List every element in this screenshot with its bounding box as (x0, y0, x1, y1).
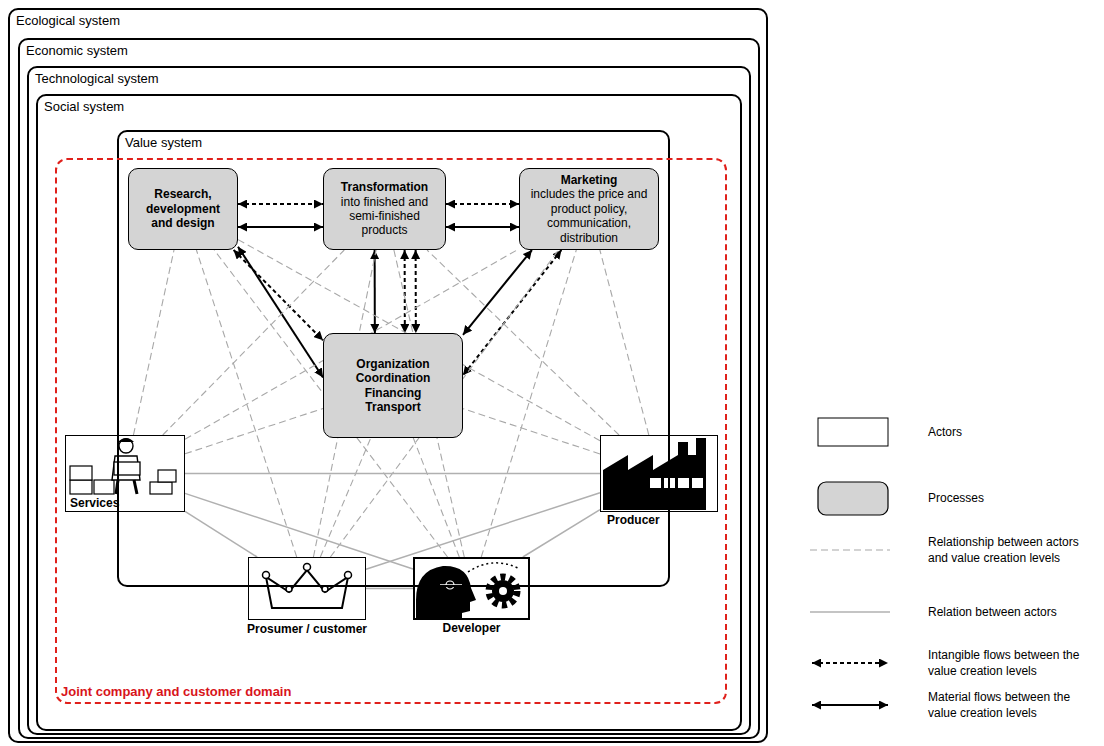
region-label: Economic system (26, 43, 128, 58)
relationship-line (320, 438, 370, 557)
relation-line (185, 511, 257, 557)
legend-label: Material flows between the value creatio… (928, 689, 1096, 721)
process-box: Research, development and design (128, 168, 238, 250)
process-title: Research, development and design (135, 187, 231, 230)
crown-icon-part (304, 564, 311, 571)
services-icon-part (118, 438, 134, 442)
region-label: Social system (44, 99, 124, 114)
developer-icon-part (492, 580, 514, 602)
services-icon (70, 438, 176, 494)
region-label: Value system (125, 135, 202, 150)
relationship-line (133, 250, 174, 435)
intangible-flow-sample (812, 662, 888, 664)
factory-icon-part (650, 478, 661, 488)
process-box: Organization Coordination Financing Tran… (323, 333, 463, 438)
process-title: Organization Coordination Financing Tran… (343, 357, 443, 415)
relationship-line (481, 250, 576, 557)
factory-icon-part (692, 478, 703, 488)
services-icon-part (150, 482, 172, 494)
relationship-line (600, 250, 649, 435)
legend-label: Relationship between actors and value cr… (928, 534, 1096, 566)
relationship-line (163, 250, 345, 435)
material-flow-arrow (238, 247, 323, 378)
region-label: Joint company and customer domain (61, 684, 291, 699)
relationship-line (413, 438, 459, 557)
relation-line (523, 510, 600, 557)
system-band: Research, development and design Transfor… (18, 38, 760, 739)
actor-box: Developer (413, 557, 530, 620)
actor-sample (818, 418, 888, 446)
crown-icon-part (266, 570, 348, 608)
legend-label: Intangible flows between the value creat… (928, 647, 1096, 679)
value-system-box: Research, development and design Transfor… (117, 130, 670, 587)
services-icon-part (119, 439, 133, 453)
services-icon-part (70, 480, 92, 494)
legend-samples (810, 418, 890, 705)
domain-region: ServicesProducerProsumer / customerDevel… (55, 158, 727, 704)
crown-icon-part (263, 572, 270, 579)
intangible-flow-arrow (463, 250, 561, 375)
material-flow-sample (812, 704, 888, 706)
relation-line (366, 588, 413, 590)
developer-icon (416, 563, 518, 618)
actor-label: Prosumer / customer (247, 622, 367, 636)
legend-label: Actors (928, 424, 1096, 440)
process-box: Marketingincludes the price and product … (519, 168, 659, 250)
legend-label: Relation between actors (928, 604, 1096, 620)
process-sample (818, 482, 888, 515)
developer-icon-part (446, 581, 454, 589)
material-flow-arrow (446, 226, 519, 228)
relation-line (185, 473, 600, 475)
actor-box: Producer (600, 435, 718, 512)
material-flow-arrow (463, 250, 532, 335)
intangible-flow-arrow (446, 203, 519, 205)
actor-label: Services (70, 496, 119, 510)
relation-sample (810, 611, 890, 613)
system-band: Research, development and design Transfor… (8, 8, 768, 743)
intangible-flow-arrow (415, 250, 417, 333)
developer-icon-part (416, 566, 476, 618)
developer-icon-part (468, 563, 518, 572)
developer-icon-part (499, 587, 507, 595)
factory-icon-part (678, 478, 689, 488)
services-icon-part (134, 480, 137, 494)
relationship-line (238, 240, 600, 441)
intangible-flow-arrow (238, 203, 323, 205)
services-icon-part (70, 466, 92, 480)
relationship-line (463, 409, 600, 454)
legend-label: Processes (928, 490, 1096, 506)
actor-box: Services (65, 435, 185, 512)
system-band: Research, development and design Transfor… (36, 94, 742, 731)
factory-icon-part (603, 438, 706, 510)
actor-label: Developer (442, 621, 500, 635)
services-icon-part (158, 470, 176, 482)
relationship-line (196, 250, 296, 557)
intangible-flow-arrow (404, 250, 406, 333)
actor-label: Producer (607, 513, 660, 527)
relationship-sample (810, 549, 890, 550)
process-text: includes the price and product policy, c… (526, 187, 652, 245)
process-title: Transformation (341, 180, 428, 194)
actor-box: Prosumer / customer (248, 557, 366, 620)
crown-icon-part (345, 572, 352, 579)
system-band: Research, development and design Transfor… (27, 66, 751, 735)
developer-icon-part (489, 577, 517, 605)
material-flow-arrow (238, 226, 323, 228)
factory-icon (603, 438, 706, 510)
process-text: into finished and semi-finished products (330, 195, 439, 238)
region-label: Ecological system (16, 13, 120, 28)
relationship-line (185, 408, 323, 453)
region-label: Technological system (35, 71, 159, 86)
intangible-flow-arrow (234, 250, 323, 340)
services-icon-part (94, 480, 114, 494)
process-box: Transformationinto finished and semi-fin… (323, 168, 446, 250)
process-title: Marketing (561, 173, 618, 187)
